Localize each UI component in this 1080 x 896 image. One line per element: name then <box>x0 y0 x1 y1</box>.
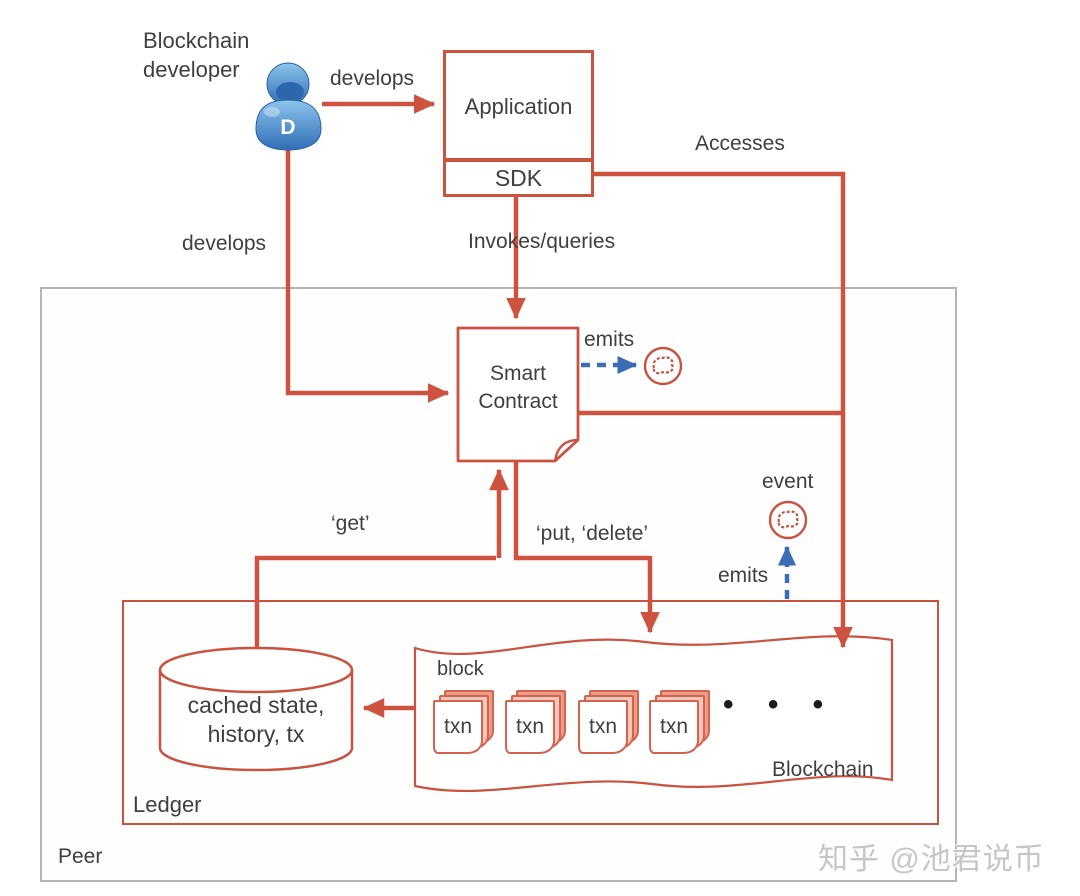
txn-label: txn <box>515 715 544 738</box>
edge-label-put-delete: ‘put, ‘delete’ <box>536 522 649 545</box>
txn-page-front: txn <box>578 700 628 754</box>
txn-page-front: txn <box>505 700 555 754</box>
edge-label-accesses: Accesses <box>695 132 785 155</box>
event-label: event <box>762 470 814 493</box>
ledger-label: Ledger <box>133 792 202 817</box>
txn-block-stack: txn <box>649 690 713 754</box>
application-label: Application <box>464 94 573 119</box>
txn-page-front: txn <box>433 700 483 754</box>
edge-label-develops-left: develops <box>182 232 267 255</box>
state-db-line1: cached state, <box>187 692 325 718</box>
edge-label-emits-bottom: emits <box>718 564 769 587</box>
ledger-container <box>122 600 939 825</box>
smart-contract-label: Smart Contract <box>478 362 558 413</box>
txn-block-stack: txn <box>433 690 497 754</box>
txn-page-front: txn <box>649 700 699 754</box>
state-db-label: cached state, history, tx <box>160 691 352 749</box>
ellipsis-dots: • • • <box>723 688 837 721</box>
edge-label-invokes-queries: Invokes/queries <box>468 230 616 253</box>
txn-block-stack: txn <box>505 690 569 754</box>
txn-label: txn <box>659 715 688 738</box>
txn-block-stack: txn <box>578 690 642 754</box>
application-box: Application <box>443 50 594 164</box>
edge-label-get: ‘get’ <box>331 512 370 535</box>
sdk-label: SDK <box>494 164 543 191</box>
state-db-line2: history, tx <box>207 721 305 747</box>
developer-label: Blockchain developer <box>143 28 250 82</box>
edge-label-emits-top: emits <box>584 328 635 351</box>
blockchain-label: Blockchain <box>772 758 874 781</box>
sdk-box: SDK <box>443 158 594 197</box>
watermark: 知乎 @池君说币 <box>818 843 1045 876</box>
edge-label-develops-top: develops <box>330 67 415 90</box>
peer-label: Peer <box>58 845 103 868</box>
txn-label: txn <box>588 715 617 738</box>
txn-label: txn <box>443 715 472 738</box>
block-label: block <box>437 658 484 680</box>
